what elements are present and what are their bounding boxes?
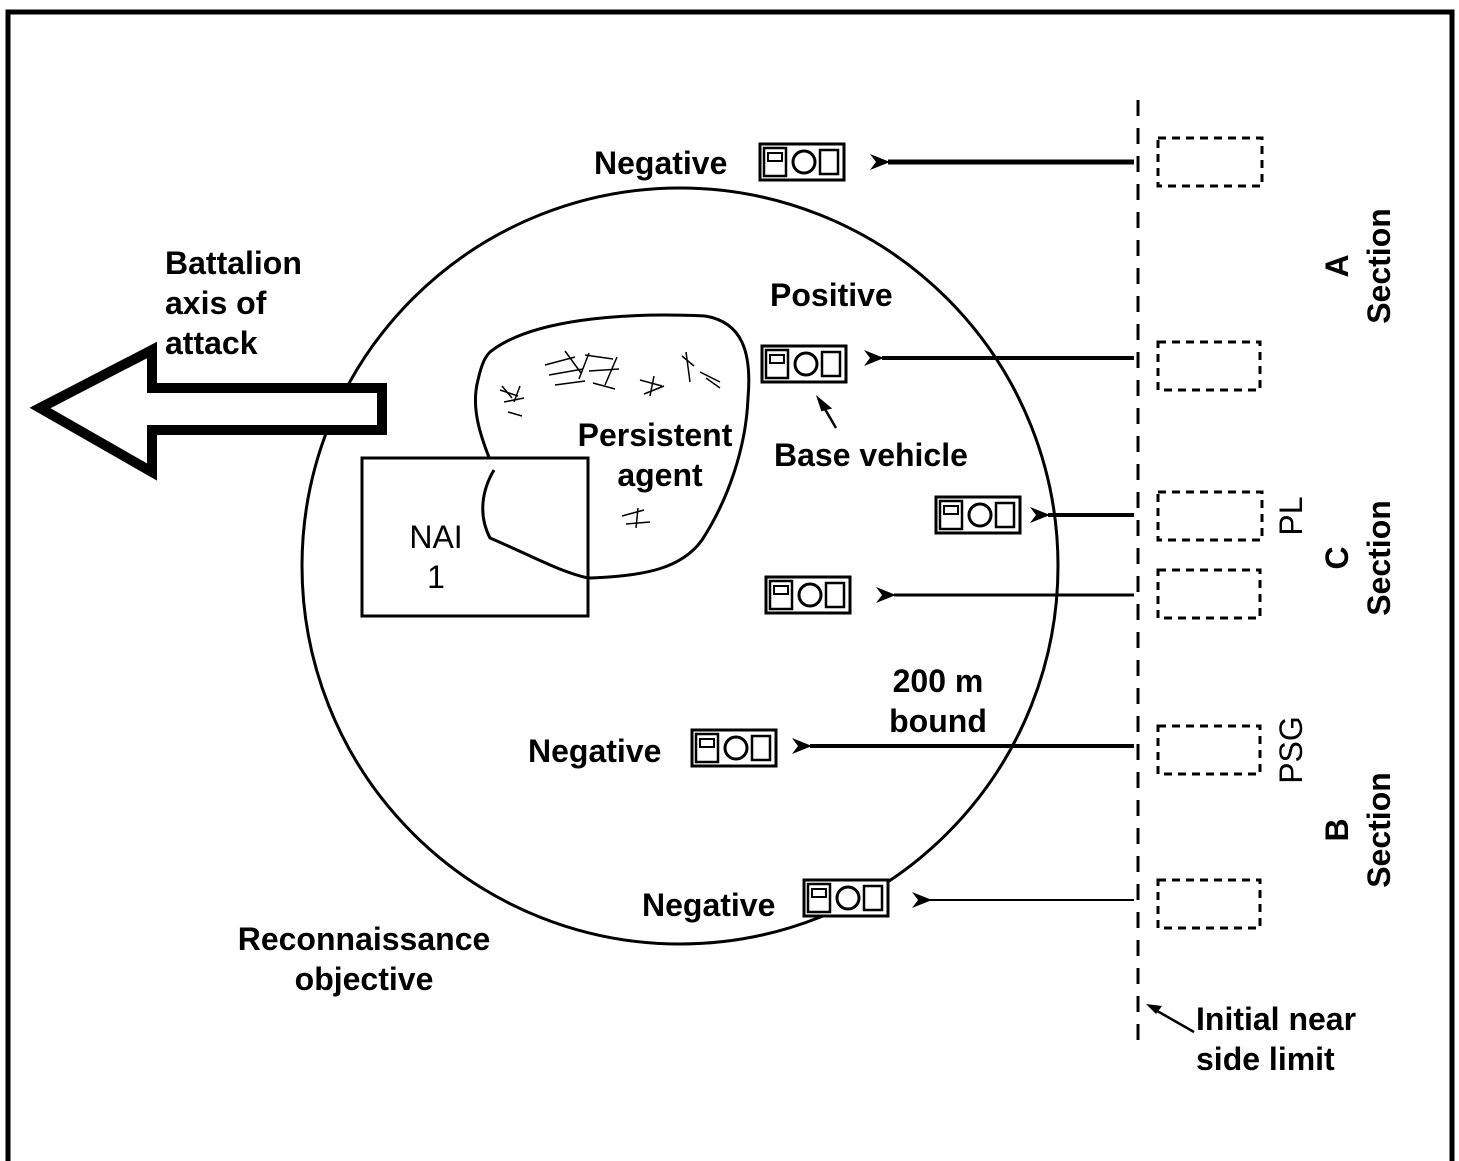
- section-b-label: Section: [1361, 772, 1397, 888]
- battalion-axis-label-line1: Battalion: [165, 245, 302, 281]
- battalion-axis-label-line3: attack: [165, 325, 258, 361]
- dashed-box-icon: [1158, 138, 1262, 186]
- bound-label-line1: 200 m: [893, 663, 984, 699]
- negative-label-top: Negative: [594, 145, 727, 181]
- persistent-agent-label-line2: agent: [617, 457, 703, 493]
- base-vehicle-label: Base vehicle: [774, 437, 968, 473]
- vehicle-icon: [762, 346, 846, 382]
- bound-label-line2: bound: [889, 703, 987, 739]
- initial-near-side-limit-label-line1: Initial near: [1196, 1001, 1356, 1037]
- nai-label-line2: 1: [427, 559, 445, 595]
- section-b-letter: B: [1319, 818, 1355, 841]
- section-c-label: Section: [1361, 500, 1397, 616]
- nai-label-line1: NAI: [409, 519, 462, 555]
- vehicle-icon: [692, 730, 776, 766]
- vehicle-icon: [766, 577, 850, 613]
- section-a-letter: A: [1319, 254, 1355, 277]
- dashed-box-icon: [1158, 726, 1260, 774]
- dashed-box-icon: [1158, 342, 1260, 390]
- near-side-limit-pointer: [1152, 1008, 1194, 1032]
- pointer-arrowhead: [818, 398, 830, 410]
- negative-label-bottom: Negative: [642, 887, 775, 923]
- psg-label: PSG: [1273, 716, 1309, 784]
- nai-box: [362, 458, 588, 616]
- dashed-box-icon: [1158, 492, 1262, 540]
- pl-label: PL: [1273, 496, 1309, 535]
- dashed-box-icon: [1158, 880, 1260, 928]
- section-a-label: Section: [1361, 208, 1397, 324]
- negative-label-mid: Negative: [528, 733, 661, 769]
- start-positions: [1158, 138, 1262, 928]
- battalion-axis-label-line2: axis of: [165, 285, 267, 321]
- hollow-arrow-icon: [40, 350, 382, 472]
- initial-near-side-limit-label-line2: side limit: [1196, 1041, 1335, 1077]
- positive-label: Positive: [770, 277, 893, 313]
- persistent-agent-label-line1: Persistent: [578, 417, 733, 453]
- reconnaissance-objective-label-line2: objective: [295, 961, 434, 997]
- figure-frame: [8, 12, 1452, 1161]
- vehicle-icon: [804, 880, 888, 916]
- vehicle-icon: [936, 497, 1020, 533]
- dashed-box-icon: [1158, 570, 1260, 618]
- reconnaissance-objective-label-line1: Reconnaissance: [238, 921, 491, 957]
- section-c-letter: C: [1319, 546, 1355, 569]
- vehicle-icon: [760, 144, 844, 180]
